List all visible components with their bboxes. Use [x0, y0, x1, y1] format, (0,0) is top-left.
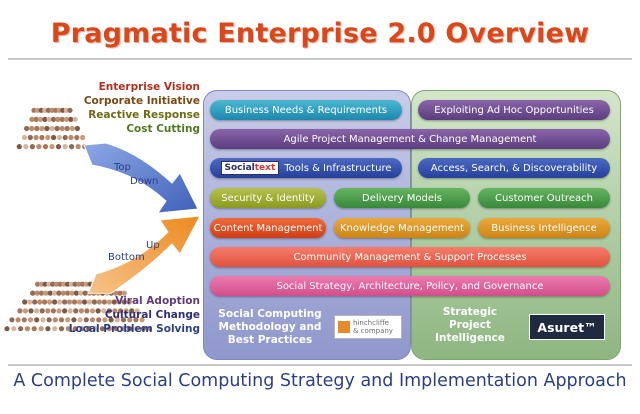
driver-reactive-response: Reactive Response	[88, 109, 200, 121]
asuret-logo: Asuret™	[529, 314, 605, 340]
bar-agile-project-management: Agile Project Management & Change Manage…	[210, 129, 610, 149]
driver-cultural-change: Cultural Change	[104, 309, 200, 321]
driver-local-problem-solving: Local Problem Solving	[68, 323, 200, 335]
bar-access-search: Access, Search, & Discoverability	[418, 158, 610, 178]
top-label: Top	[114, 162, 131, 173]
hinchcliffe-mark-icon	[338, 321, 350, 333]
title-divider	[8, 58, 632, 60]
driver-viral-adoption: Viral Adoption	[115, 295, 200, 307]
footer-divider	[8, 364, 632, 366]
page-title: Pragmatic Enterprise 2.0 Overview	[50, 18, 590, 49]
up-label: Up	[146, 240, 160, 251]
driver-cost-cutting: Cost Cutting	[126, 123, 200, 135]
driver-corporate-initiative: Corporate Initiative	[83, 95, 200, 107]
bar-business-needs: Business Needs & Requirements	[210, 100, 402, 120]
bar-tools-infrastructure-label: Tools & Infrastructure	[284, 162, 392, 174]
bottom-up-arrow-icon	[87, 215, 201, 294]
top-down-drivers: Enterprise Vision Corporate Initiative R…	[60, 80, 200, 136]
bar-customer-outreach: Customer Outreach	[478, 188, 610, 208]
strategic-intelligence-label: Strategic Project Intelligence	[435, 306, 505, 344]
methodology-label: Social Computing Methodology and Best Pr…	[218, 308, 322, 346]
top-down-arrow-icon	[83, 143, 199, 214]
top-crowd-image	[16, 107, 88, 150]
bar-content-management: Content Management	[210, 218, 326, 238]
bar-security-identity: Security & Identity	[210, 188, 326, 208]
driver-enterprise-vision: Enterprise Vision	[98, 81, 200, 93]
bar-knowledge-management: Knowledge Management	[334, 218, 470, 238]
bar-tools-infrastructure: Socialtext Tools & Infrastructure	[210, 158, 402, 178]
down-label: Down	[130, 176, 159, 187]
bar-community-management: Community Management & Support Processes	[210, 247, 610, 267]
footer-caption: A Complete Social Computing Strategy and…	[13, 371, 627, 391]
bottom-label: Bottom	[108, 252, 145, 263]
bar-social-strategy: Social Strategy, Architecture, Policy, a…	[210, 276, 610, 296]
bar-exploiting-ad-hoc: Exploiting Ad Hoc Opportunities	[418, 100, 610, 120]
hinchcliffe-logo: hinchcliffe & company	[334, 315, 402, 339]
socialtext-logo: Socialtext	[220, 161, 280, 175]
bar-business-intelligence: Business Intelligence	[478, 218, 610, 238]
bottom-up-drivers: Viral Adoption Cultural Change Local Pro…	[40, 294, 200, 336]
bar-delivery-models: Delivery Models	[334, 188, 470, 208]
